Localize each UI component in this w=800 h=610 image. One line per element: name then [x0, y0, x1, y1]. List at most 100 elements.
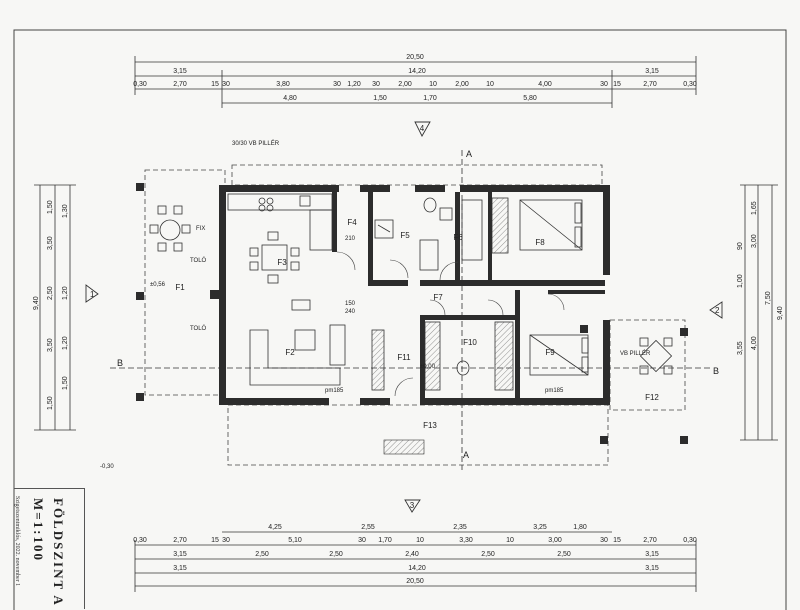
- dim-bot-r1-3: 3,25: [533, 524, 547, 531]
- dim-bot-r2-8: 3,30: [459, 537, 473, 544]
- dim-top-r3-10: 2,00: [455, 81, 469, 88]
- bed-f9: [529, 334, 589, 376]
- dim-right-outer: 9,40: [777, 306, 784, 320]
- dim-bot-r3-2: 2,50: [329, 551, 343, 558]
- dim-top-r4-0: 4,80: [283, 95, 297, 102]
- svg-text:2: 2: [715, 306, 720, 315]
- room-f6: F6: [453, 233, 463, 242]
- dim-bot-r2-5: 30: [358, 537, 366, 544]
- title-block: [14, 488, 85, 609]
- dim-left-i2: 1,20: [62, 336, 69, 350]
- room-f4: F4: [347, 218, 357, 227]
- dim-bot-r4-2: 3,15: [645, 565, 659, 572]
- dim-150: 150: [345, 301, 356, 307]
- right-dimensions: [740, 184, 778, 441]
- terrace-table-right: [639, 337, 673, 375]
- dim-bot-r2-4: 5,10: [288, 537, 302, 544]
- room-f8: F8: [535, 238, 545, 247]
- columns: [136, 183, 688, 444]
- living-sofa: [249, 299, 346, 386]
- level-000-center: ±0,00: [420, 364, 436, 370]
- drawing-title: FÖLDSZINT A: [51, 498, 66, 607]
- room-f2: F2: [285, 348, 295, 357]
- dim-bot-r1-1: 2,55: [361, 524, 375, 531]
- dim-bot-r2-1: 2,70: [173, 537, 187, 544]
- section-b-right-label: B: [713, 366, 719, 376]
- dim-top-r4-1: 1,50: [373, 95, 387, 102]
- elevation-marker-2: 2: [709, 301, 723, 319]
- dim-left-s0: 1,50: [47, 200, 54, 214]
- dim-right-s0: 1,65: [751, 201, 758, 215]
- dim-bot-r3-3: 2,40: [405, 551, 419, 558]
- interior-walls: [332, 192, 605, 400]
- dim-top-r3-0: 0,30: [133, 81, 147, 88]
- pillar-top-label: 30/30 VB PILLÉR: [232, 140, 280, 147]
- drawing-subtitle: Szigetszentmiklós, 2022. november 1: [14, 496, 20, 587]
- dim-right-i0: 90: [737, 242, 744, 250]
- pillar-right-label: VB PILLÉR: [620, 350, 651, 357]
- dim-top-r3-16: 0,30: [683, 81, 697, 88]
- door-swings: [336, 251, 565, 397]
- dim-bot-r2-14: 0,30: [683, 537, 697, 544]
- dim-top-r3-12: 4,00: [538, 81, 552, 88]
- dim-bot-r2-6: 1,70: [378, 537, 392, 544]
- kitchen-counter: [227, 193, 333, 251]
- bottom-dimensions: [134, 531, 697, 592]
- dim-left-s2: 2,50: [47, 286, 54, 300]
- room-f3: F3: [277, 258, 287, 267]
- elevation-marker-4: 4: [414, 121, 431, 137]
- dim-top-r3-5: 30: [333, 81, 341, 88]
- room-f13: F13: [423, 421, 437, 430]
- dim-top-overall: 20,50: [406, 54, 424, 61]
- dim-bot-r2-10: 3,00: [548, 537, 562, 544]
- dim-bot-r4-1: 14,20: [408, 565, 426, 572]
- dim-left-i0: 1,30: [62, 204, 69, 218]
- dining-table: [249, 231, 300, 284]
- dim-left-s3: 3,50: [47, 338, 54, 352]
- elevation-marker-3: 3: [404, 499, 421, 513]
- dim-top-r3-9: 10: [429, 81, 437, 88]
- dim-bot-r2-0: 0,30: [133, 537, 147, 544]
- dim-top-r2-0: 3,15: [173, 68, 187, 75]
- sheet-border: [13, 29, 787, 610]
- dim-left-i1: 1,20: [62, 286, 69, 300]
- dim-bot-r2-2: 15: [211, 537, 219, 544]
- svg-text:1: 1: [90, 290, 95, 299]
- dim-top-r3-6: 1,20: [347, 81, 361, 88]
- dim-top-r2-1: 14,20: [408, 68, 426, 75]
- dim-left-outer: 9,40: [33, 296, 40, 310]
- wardrobes: [371, 197, 514, 391]
- slider-label-1: TOLÓ: [190, 257, 207, 264]
- dim-bot-r3-6: 3,15: [645, 551, 659, 558]
- dim-top-r3-2: 15: [211, 81, 219, 88]
- dim-bot-r3-0: 3,15: [173, 551, 187, 558]
- dim-top-r4-3: 5,80: [523, 95, 537, 102]
- room-f9: F9: [545, 348, 555, 357]
- dim-top-r3-14: 15: [613, 81, 621, 88]
- dim-top-r3-4: 3,80: [276, 81, 290, 88]
- dim-left-i3: 1,50: [62, 376, 69, 390]
- dim-bot-r3-5: 2,50: [557, 551, 571, 558]
- dim-bot-r2-12: 15: [613, 537, 621, 544]
- drawing-scale: M=1:100: [31, 498, 46, 563]
- room-f10: F10: [463, 338, 477, 347]
- dim-top-r2-2: 3,15: [645, 68, 659, 75]
- entry-steps: [383, 439, 425, 455]
- pm185-a: pm185: [325, 388, 344, 394]
- fix-label: FIX: [196, 226, 205, 232]
- dim-left-s1: 3,50: [47, 236, 54, 250]
- dim-240: 240: [345, 309, 356, 315]
- svg-text:4: 4: [420, 124, 425, 133]
- dim-top-r3-1: 2,70: [173, 81, 187, 88]
- level-030-left: -0,30: [100, 464, 114, 470]
- dim-right-i1: 1,00: [737, 274, 744, 288]
- room-f5: F5: [400, 231, 410, 240]
- dim-bot-r1-2: 2,35: [453, 524, 467, 531]
- dim-bot-overall: 20,50: [406, 578, 424, 585]
- dim-bot-r2-11: 30: [600, 537, 608, 544]
- left-dimensions: [34, 184, 76, 431]
- bathroom-fixtures: [374, 197, 483, 376]
- dim-top-r3-13: 30: [600, 81, 608, 88]
